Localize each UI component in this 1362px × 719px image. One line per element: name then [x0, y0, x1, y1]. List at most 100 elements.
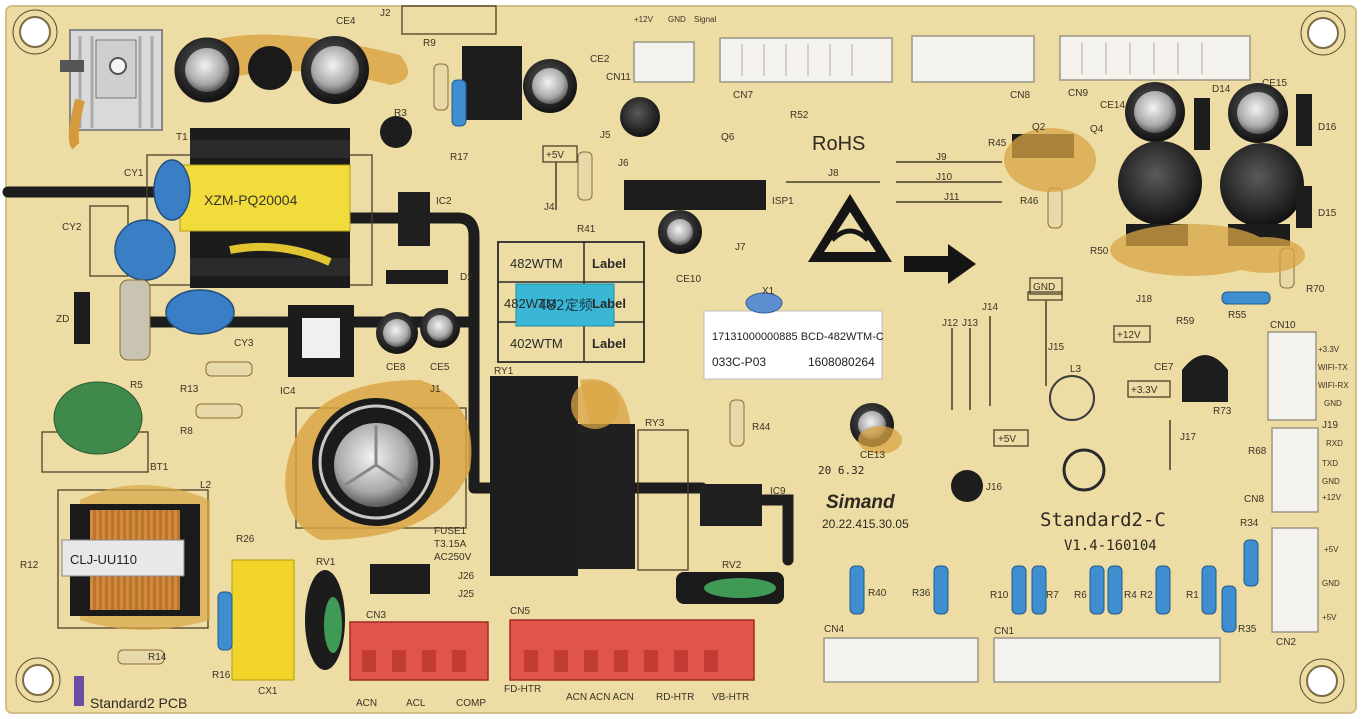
label-j19: J19: [1322, 420, 1339, 431]
label-r36: R36: [912, 588, 931, 599]
label-grid-r1c1: 482WTM: [510, 256, 563, 271]
resistors: [117, 63, 1295, 665]
cn11-pin-2: GND: [668, 15, 686, 24]
label-r34: R34: [1240, 518, 1259, 529]
label-r7: R7: [1046, 590, 1059, 601]
blue-y-capacitors: [114, 159, 235, 335]
label-j13: J13: [962, 318, 979, 329]
label-rv1: RV1: [316, 557, 336, 568]
cn2-pin-5: +5V: [1322, 613, 1337, 622]
direction-arrow-icon: [904, 244, 976, 284]
label-l3: L3: [1070, 364, 1082, 375]
label-ry3: RY3: [645, 418, 665, 429]
cn10-pin-1: +3.3V: [1318, 345, 1340, 354]
label-r14: R14: [148, 652, 167, 663]
rail-3v3: +3.3V: [1131, 385, 1158, 396]
label-j4: J4: [544, 202, 555, 213]
cn3-pin-acn: ACN: [356, 698, 377, 709]
bottom-left-pcb-label: Standard2 PCB: [90, 695, 187, 711]
label-ce4: CE4: [336, 16, 356, 27]
label-d2: D2: [460, 272, 473, 283]
label-r73: R73: [1213, 406, 1232, 417]
rail-12v: +12V: [1117, 330, 1141, 341]
label-ce15: CE15: [1262, 78, 1287, 89]
label-ce14: CE14: [1100, 100, 1125, 111]
label-cn9: CN9: [1068, 88, 1088, 99]
standard-title: Standard2-C: [1040, 509, 1166, 531]
label-ce7: CE7: [1154, 362, 1174, 373]
choke-l2: [61, 485, 210, 630]
rail-5v: +5V: [998, 434, 1016, 445]
rohs-mark: RoHS: [812, 133, 865, 155]
label-d15: D15: [1318, 208, 1337, 219]
label-r41: R41: [577, 224, 596, 235]
label-zd: ZD: [56, 314, 69, 325]
label-ic4: IC4: [280, 386, 296, 397]
cn5-pin-vb-htr: VB-HTR: [712, 692, 749, 703]
label-grid-r1c2: Label: [592, 256, 626, 271]
esd-warning-icon: [808, 194, 892, 262]
label-r4: R4: [1124, 590, 1137, 601]
thermistor-bt1: [53, 381, 143, 455]
label-j9: J9: [936, 152, 947, 163]
label-r68: R68: [1248, 446, 1267, 457]
standard-version: V1.4-160104: [1064, 538, 1157, 554]
label-r59: R59: [1176, 316, 1195, 327]
label-r9: R9: [423, 38, 436, 49]
label-r50: R50: [1090, 246, 1109, 257]
cn10-pin-3: WIFI-RX: [1318, 381, 1349, 390]
label-j8: J8: [828, 168, 839, 179]
label-cx1: CX1: [258, 686, 278, 697]
choke-part-number: CLJ-UU110: [70, 552, 137, 567]
label-cn8: CN8: [1010, 90, 1030, 101]
label-j2: J2: [380, 8, 391, 19]
cn2-pin-3: GND: [1322, 579, 1340, 588]
label-r16: R16: [212, 670, 231, 681]
capacitor-ce4-group: [174, 34, 1304, 447]
label-j25: J25: [458, 589, 475, 600]
cn5-pin-acn: ACN ACN ACN: [566, 692, 634, 703]
date-stamp: 20 6.32: [818, 464, 864, 477]
label-q6: Q6: [721, 132, 735, 143]
varistor-rv2: [676, 572, 784, 604]
label-j14: J14: [982, 302, 999, 313]
label-r17: R17: [450, 152, 469, 163]
label-j6: J6: [618, 158, 629, 169]
label-cn8-right: CN8: [1244, 494, 1264, 505]
brand-code: 20.22.415.30.05: [822, 517, 909, 531]
glue-blobs: [571, 128, 1305, 454]
label-bt1: BT1: [150, 462, 169, 473]
label-r6: R6: [1074, 590, 1087, 601]
midea-logo: [1062, 448, 1106, 492]
label-r3: R3: [394, 108, 407, 119]
label-rv2: RV2: [722, 560, 742, 571]
cn2-pin-1: +5V: [1324, 545, 1339, 554]
rail-5v-isp: +5V: [546, 150, 564, 161]
label-ce2: CE2: [590, 54, 610, 65]
heatsink: [60, 29, 163, 150]
cn8-pin-2: RXD: [1326, 439, 1343, 448]
cn10-pin-4: GND: [1324, 399, 1342, 408]
model-sticker-line1: 17131000000885 BCD-482WTM-C: [712, 331, 884, 343]
label-j5: J5: [600, 130, 611, 141]
label-j26: J26: [458, 571, 475, 582]
label-cn7: CN7: [733, 90, 753, 101]
label-cn3: CN3: [366, 610, 386, 621]
label-ce5: CE5: [430, 362, 450, 373]
recycle-logo: [951, 470, 983, 502]
label-grid-r3c1: 402WTM: [510, 336, 563, 351]
cn8-pin-5: +12V: [1322, 493, 1342, 502]
label-d16: D16: [1318, 122, 1337, 133]
label-grid-r2c2: Label: [592, 296, 626, 311]
label-j16: J16: [986, 482, 1003, 493]
label-r40: R40: [868, 588, 887, 599]
label-x1: X1: [762, 286, 775, 297]
label-cn2: CN2: [1276, 637, 1296, 648]
label-r70: R70: [1306, 284, 1325, 295]
cn10-pin-2: WIFI-TX: [1318, 363, 1348, 372]
label-j12: J12: [942, 318, 959, 329]
model-sticker-code: 033C-P03: [712, 355, 766, 369]
label-q4: Q4: [1090, 124, 1104, 135]
label-grid-r2c1: 482WTM: [504, 296, 557, 311]
